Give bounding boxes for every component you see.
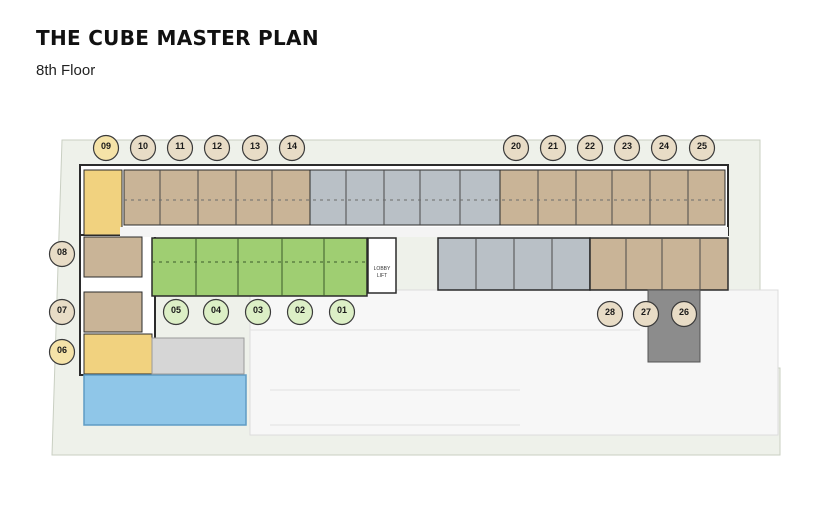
unit-marker-26: 26 — [670, 300, 698, 328]
unit-marker-circle — [286, 298, 314, 326]
unit-marker-05: 05 — [162, 298, 190, 326]
unit-block-06 — [83, 333, 153, 375]
unit-number: 02 — [295, 305, 305, 315]
unit-number: 24 — [659, 141, 669, 151]
unit-number: 07 — [57, 305, 67, 315]
unit-marker-circle — [48, 298, 76, 326]
unit-marker-circle — [632, 300, 660, 328]
unit-block-10-14 — [123, 169, 311, 226]
core-block-north — [309, 169, 501, 226]
unit-block-07 — [83, 291, 143, 333]
unit-marker-06: 06 — [48, 338, 76, 366]
unit-number: 27 — [641, 307, 651, 317]
unit-number: 23 — [622, 141, 632, 151]
unit-number: 13 — [250, 141, 260, 151]
unit-marker-circle — [539, 134, 567, 162]
pool-deck — [83, 374, 247, 426]
unit-number: 28 — [605, 307, 615, 317]
unit-number: 01 — [337, 305, 347, 315]
unit-number: 26 — [679, 307, 689, 317]
unit-marker-circle — [241, 134, 269, 162]
unit-marker-27: 27 — [632, 300, 660, 328]
unit-number: 12 — [212, 141, 222, 151]
unit-marker-circle — [502, 134, 530, 162]
unit-marker-circle — [203, 134, 231, 162]
parking-grid — [250, 329, 640, 426]
unit-marker-circle — [48, 240, 76, 268]
unit-number: 22 — [585, 141, 595, 151]
unit-number: 08 — [57, 247, 67, 257]
unit-number: 10 — [138, 141, 148, 151]
unit-marker-09: 09 — [92, 134, 120, 162]
unit-marker-circle — [166, 134, 194, 162]
unit-marker-07: 07 — [48, 298, 76, 326]
north-units — [83, 169, 726, 236]
unit-number: 09 — [101, 141, 111, 151]
unit-number: 05 — [171, 305, 181, 315]
unit-marker-circle — [613, 134, 641, 162]
unit-marker-22: 22 — [576, 134, 604, 162]
unit-marker-03: 03 — [244, 298, 272, 326]
unit-block-26-28 — [589, 237, 729, 291]
unit-marker-circle — [92, 134, 120, 162]
floor-subtitle: 8th Floor — [36, 62, 96, 79]
stair-tower — [647, 289, 701, 363]
unit-marker-circle — [129, 134, 157, 162]
unit-block-08 — [83, 236, 143, 278]
green-partitions — [152, 238, 367, 296]
unit-marker-circle — [650, 134, 678, 162]
lobby-lift — [367, 237, 397, 294]
unit-block-09 — [83, 169, 123, 236]
unit-number: 14 — [287, 141, 297, 151]
unit-marker-24: 24 — [650, 134, 678, 162]
main-corridor — [120, 227, 728, 237]
unit-number: 04 — [211, 305, 221, 315]
unit-number: 11 — [175, 141, 185, 151]
unit-marker-02: 02 — [286, 298, 314, 326]
lift-text: LIFT — [377, 273, 387, 279]
unit-marker-04: 04 — [202, 298, 230, 326]
unit-number: 20 — [511, 141, 521, 151]
unit-marker-21: 21 — [539, 134, 567, 162]
unit-marker-28: 28 — [596, 300, 624, 328]
unit-marker-14: 14 — [278, 134, 306, 162]
pool-terrace — [151, 337, 245, 375]
green-units — [151, 237, 368, 297]
unit-marker-circle — [278, 134, 306, 162]
unit-number: 25 — [697, 141, 707, 151]
unit-marker-10: 10 — [129, 134, 157, 162]
unit-marker-circle — [328, 298, 356, 326]
unit-marker-circle — [576, 134, 604, 162]
unit-marker-25: 25 — [688, 134, 716, 162]
west-units — [83, 236, 153, 375]
unit-marker-08: 08 — [48, 240, 76, 268]
unit-marker-circle — [596, 300, 624, 328]
page-title: THE CUBE MASTER PLAN — [36, 26, 319, 50]
north-partitions — [124, 170, 725, 225]
unit-marker-circle — [688, 134, 716, 162]
lobby-text: LOBBY — [374, 266, 391, 272]
unit-markers: 09 10 11 12 13 14 20 21 22 23 24 25 08 07 06 05 04 03 02 01… — [48, 134, 716, 366]
unit-marker-13: 13 — [241, 134, 269, 162]
unit-number: 21 — [548, 141, 558, 151]
unit-marker-20: 20 — [502, 134, 530, 162]
unit-marker-12: 12 — [203, 134, 231, 162]
unit-marker-circle — [48, 338, 76, 366]
unit-marker-circle — [162, 298, 190, 326]
unit-marker-01: 01 — [328, 298, 356, 326]
unit-marker-11: 11 — [166, 134, 194, 162]
unit-number: 06 — [57, 345, 67, 355]
unit-marker-circle — [670, 300, 698, 328]
unit-number: 03 — [253, 305, 263, 315]
unit-marker-circle — [244, 298, 272, 326]
unit-marker-circle — [202, 298, 230, 326]
unit-marker-23: 23 — [613, 134, 641, 162]
